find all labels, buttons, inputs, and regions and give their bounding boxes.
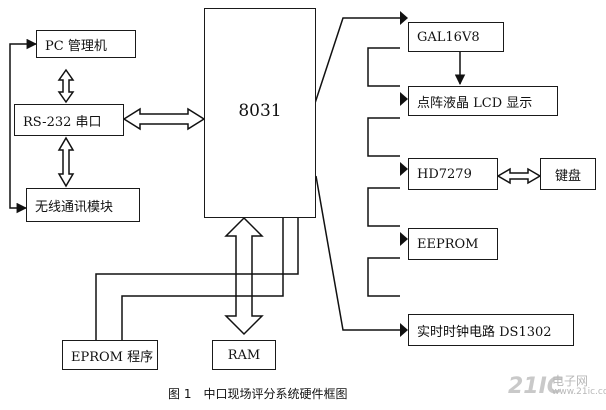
eeprom-label: EEPROM: [417, 236, 479, 252]
gal16v8-box: GAL16V8: [408, 22, 504, 52]
bus-notch-4: [367, 257, 400, 297]
rs232-label: RS-232 串口: [23, 114, 102, 130]
lcd-display-box: 点阵液晶 LCD 显示: [408, 86, 558, 116]
cpu-8031-box: 8031: [204, 8, 316, 218]
ram-box: RAM: [212, 340, 276, 370]
cpu-lower-fan: [315, 175, 400, 331]
rs232-cpu-arrow: [122, 107, 206, 131]
bus-notch-1: [367, 47, 400, 87]
keyboard-label: 键盘: [554, 168, 581, 184]
gal16v8-label: GAL16V8: [417, 29, 480, 45]
cpu-ram-arrow: [224, 216, 264, 336]
rtc-ds1302-box: 实时时钟电路 DS1302: [408, 314, 574, 346]
hd7279-keyboard-arrow: [496, 167, 542, 185]
cpu-8031-label: 8031: [238, 101, 282, 121]
eprom-bus-inner: [121, 197, 284, 340]
pc-manager-label: PC 管理机: [45, 38, 107, 54]
eprom-bus-outer: [95, 197, 299, 340]
pc-manager-box: PC 管理机: [36, 30, 136, 58]
rs232-wireless-arrow: [57, 136, 75, 188]
eprom-program-box: EPROM 程序: [62, 340, 158, 370]
eprom-program-label: EPROM 程序: [71, 349, 154, 365]
wireless-module-label: 无线通讯模块: [35, 199, 114, 215]
wireless-module-box: 无线通讯模块: [26, 188, 140, 222]
rtc-ds1302-label: 实时时钟电路 DS1302: [417, 324, 552, 340]
bus-notch-2: [367, 117, 400, 157]
keyboard-box: 键盘: [540, 158, 596, 190]
eeprom-box: EEPROM: [408, 228, 498, 260]
pc-wireless-link: [9, 38, 38, 214]
ram-label: RAM: [227, 347, 261, 363]
hd7279-label: HD7279: [417, 166, 472, 182]
figure-caption: 图 1 中口现场评分系统硬件框图: [168, 387, 348, 401]
lcd-display-label: 点阵液晶 LCD 显示: [417, 95, 533, 111]
pc-rs232-arrow: [57, 68, 75, 104]
bus-notch-3: [367, 187, 400, 227]
rs232-box: RS-232 串口: [14, 104, 124, 136]
watermark-number: 21IC: [508, 374, 563, 399]
watermark-text: 电子网: [552, 374, 589, 388]
hd7279-box: HD7279: [408, 158, 498, 190]
watermark-domain: www.21ic.com: [552, 387, 606, 397]
watermark-logo: 21IC 电子网 www.21ic.com: [508, 374, 606, 399]
